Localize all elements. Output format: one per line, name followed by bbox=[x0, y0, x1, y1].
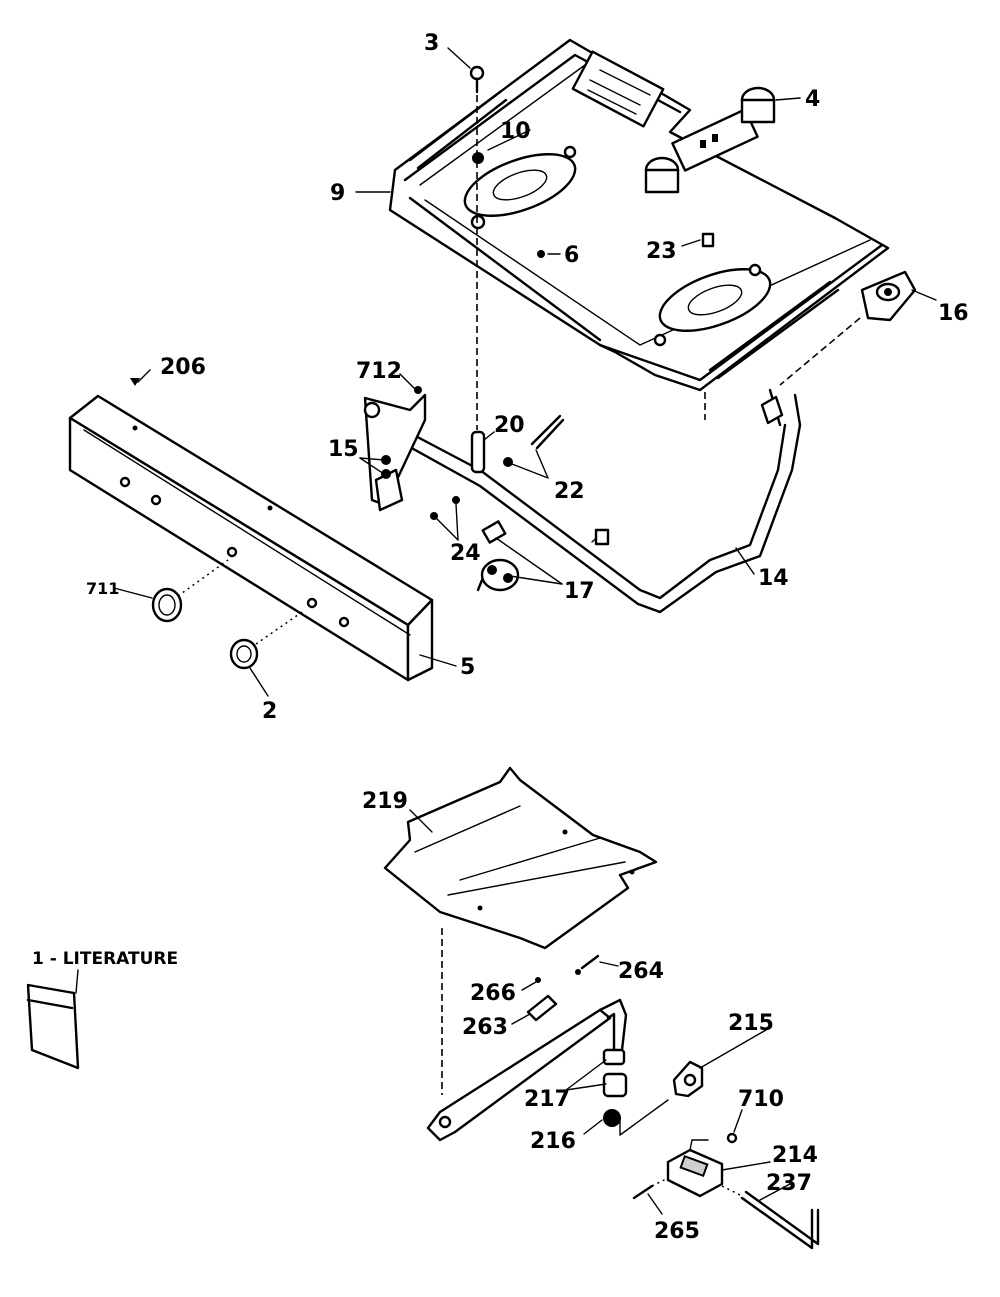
callout-206: 206 bbox=[160, 355, 206, 380]
callout-710: 710 bbox=[738, 1087, 784, 1112]
screw-712 bbox=[414, 386, 422, 394]
fitting-217 bbox=[602, 1072, 628, 1098]
washer-216 bbox=[603, 1109, 621, 1127]
callout-labels: 3 4 10 9 23 6 16 206 712 20 15 22 24 17 … bbox=[32, 31, 969, 1244]
valve-17 bbox=[476, 520, 520, 592]
callout-217: 217 bbox=[524, 1087, 570, 1112]
callout-264: 264 bbox=[618, 959, 664, 984]
screw-265 bbox=[632, 1177, 669, 1200]
valve-15 bbox=[363, 393, 427, 512]
callout-214: 214 bbox=[772, 1143, 818, 1168]
broil-burner bbox=[426, 998, 628, 1142]
manifold-pipe-14 bbox=[368, 388, 802, 614]
callout-16: 16 bbox=[938, 301, 969, 326]
callout-1-literature: 1 - LITERATURE bbox=[32, 949, 178, 969]
callout-15: 15 bbox=[328, 437, 359, 462]
screw-710 bbox=[726, 1132, 738, 1144]
bracket-16 bbox=[860, 270, 917, 322]
nut-6 bbox=[537, 250, 545, 258]
callout-2: 2 bbox=[262, 699, 277, 724]
callout-237: 237 bbox=[766, 1171, 812, 1196]
knob-711 bbox=[151, 587, 183, 623]
main-top-pan bbox=[388, 38, 890, 392]
callout-23: 23 bbox=[646, 239, 677, 264]
guide-line bbox=[255, 609, 306, 645]
callout-712: 712 bbox=[356, 359, 402, 384]
callout-10: 10 bbox=[500, 119, 531, 144]
nut-24 bbox=[430, 496, 460, 520]
nut-23 bbox=[701, 232, 715, 248]
guide-line bbox=[177, 559, 229, 597]
callout-711: 711 bbox=[86, 579, 119, 598]
callout-17: 17 bbox=[564, 579, 595, 604]
broiler-shield-219 bbox=[383, 766, 658, 950]
orifice-263 bbox=[526, 954, 600, 1022]
callout-24: 24 bbox=[450, 541, 481, 566]
control-panel-5 bbox=[68, 394, 434, 682]
callout-215: 215 bbox=[728, 1011, 774, 1036]
screw-3 bbox=[469, 65, 485, 94]
callout-9: 9 bbox=[330, 181, 345, 206]
guide-line bbox=[619, 1099, 669, 1136]
knob-2 bbox=[229, 638, 259, 670]
safety-valve-214 bbox=[666, 1139, 724, 1198]
orifice-22 bbox=[503, 414, 565, 467]
callout-5: 5 bbox=[460, 655, 475, 680]
callout-4: 4 bbox=[805, 87, 820, 112]
callout-266: 266 bbox=[470, 981, 516, 1006]
callout-263: 263 bbox=[462, 1015, 508, 1040]
screw-206 bbox=[130, 378, 140, 386]
callout-265: 265 bbox=[654, 1219, 700, 1244]
callout-20: 20 bbox=[494, 413, 525, 438]
callout-3: 3 bbox=[424, 31, 439, 56]
thermocouple-237 bbox=[721, 1185, 820, 1250]
leader-lines bbox=[75, 47, 937, 1215]
bracket-215 bbox=[672, 1060, 704, 1098]
callout-22: 22 bbox=[554, 479, 585, 504]
callout-216: 216 bbox=[530, 1129, 576, 1154]
callout-14: 14 bbox=[758, 566, 789, 591]
callout-6: 6 bbox=[564, 243, 579, 268]
literature-packet bbox=[26, 983, 80, 1070]
callout-219: 219 bbox=[362, 789, 408, 814]
tube-20 bbox=[470, 430, 486, 474]
guide-line bbox=[779, 317, 861, 386]
